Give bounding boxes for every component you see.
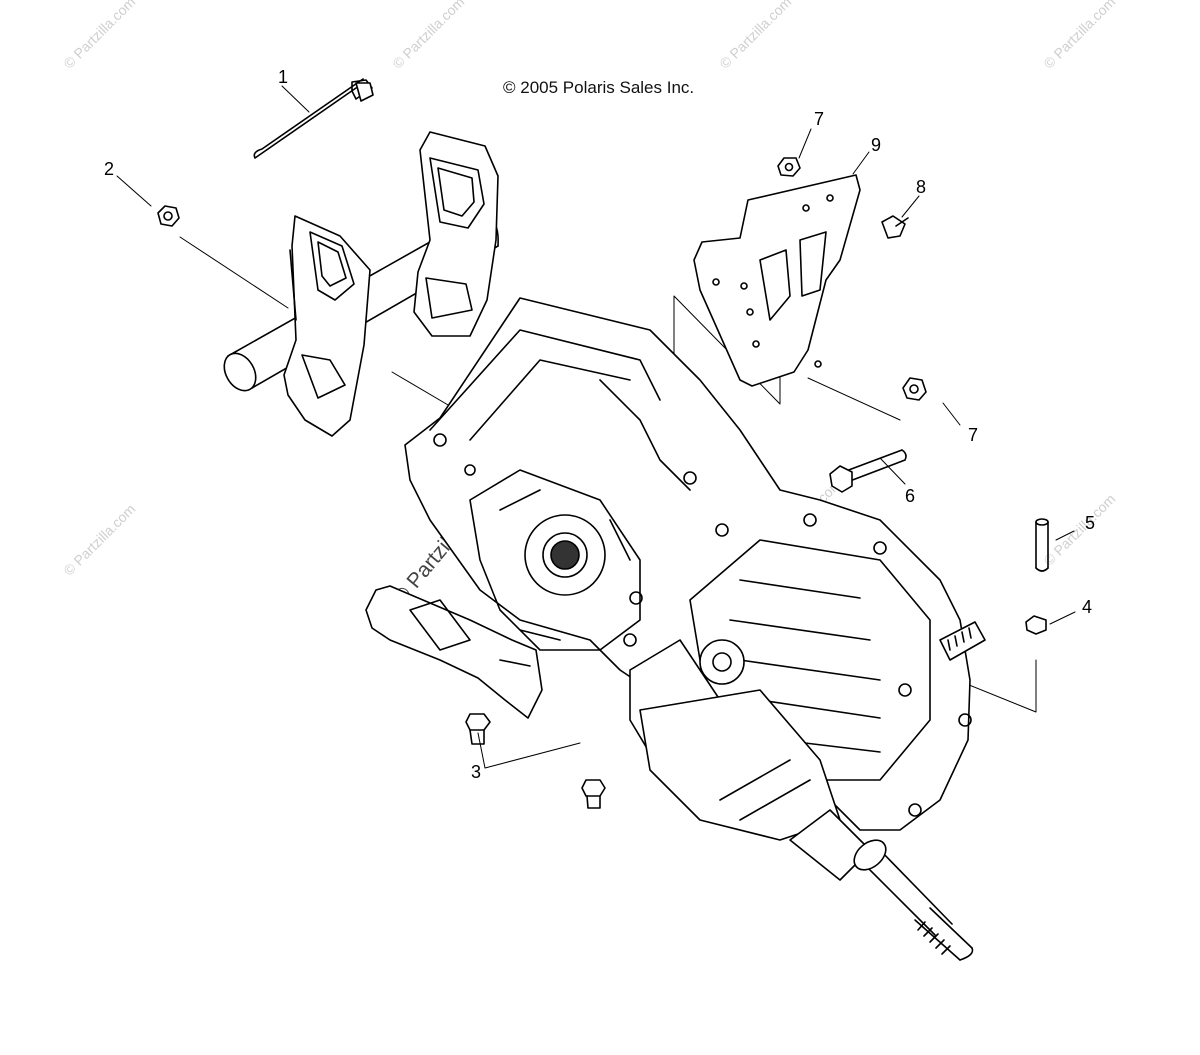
copyright-text: © 2005 Polaris Sales Inc. <box>503 78 695 97</box>
part-bolt-8[interactable] <box>881 215 909 239</box>
part-nut-7-upper[interactable] <box>777 157 801 177</box>
part-nut-7-lower[interactable] <box>902 377 927 401</box>
part-clip-4[interactable] <box>1025 615 1047 635</box>
part-front-bracket[interactable] <box>283 215 371 437</box>
part-bolt-3-right[interactable] <box>581 779 606 809</box>
part-nut-2[interactable] <box>157 205 180 227</box>
callout-9: 9 <box>870 135 882 155</box>
callout-6: 6 <box>904 486 916 506</box>
callout-8: 8 <box>915 177 927 197</box>
leader-lines <box>116 85 1076 769</box>
callout-5: 5 <box>1084 513 1096 533</box>
part-pin-5[interactable] <box>1035 518 1049 572</box>
callout-7-lower: 7 <box>967 425 979 445</box>
part-bolt-3-left[interactable] <box>465 713 491 745</box>
callout-4: 4 <box>1081 597 1093 617</box>
part-lower-bracket[interactable] <box>365 585 543 719</box>
part-rear-bracket[interactable] <box>413 131 499 337</box>
callout-7-upper: 7 <box>813 109 825 129</box>
part-transmission[interactable] <box>404 297 986 961</box>
part-bolt-6[interactable] <box>829 449 907 493</box>
callout-1: 1 <box>277 67 289 87</box>
part-bolt-1[interactable] <box>253 78 374 159</box>
callout-3: 3 <box>470 762 482 782</box>
part-bracket-9[interactable] <box>693 174 861 387</box>
callout-2: 2 <box>103 159 115 179</box>
